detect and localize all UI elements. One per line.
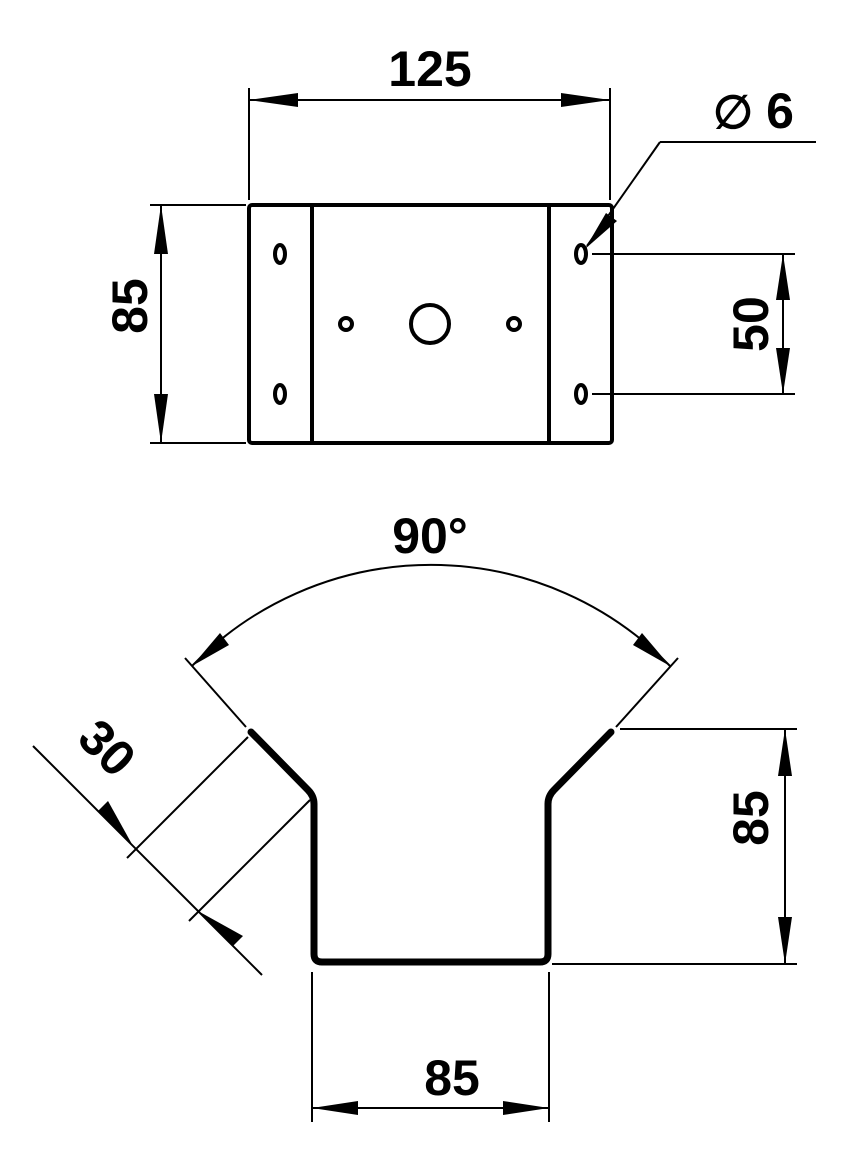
section-height-label: 85 <box>723 790 779 846</box>
arrow-head <box>778 729 792 776</box>
top-width-label: 125 <box>388 41 471 97</box>
top-height-label: 85 <box>102 278 158 334</box>
hole-spacing-label: 50 <box>723 296 779 352</box>
diameter-symbol: ∅ <box>713 86 753 138</box>
extension-line <box>126 736 249 859</box>
top-view: 125 85 50 ∅ 6 <box>102 41 816 445</box>
section-view: 90° 30 85 85 <box>32 508 797 1122</box>
dimension-line <box>32 745 263 976</box>
arrow-head <box>249 93 298 107</box>
flange-label: 30 <box>68 709 147 788</box>
angle-label: 90° <box>392 508 468 564</box>
small-hole-right <box>506 316 522 332</box>
mounting-hole-top-right <box>574 243 588 265</box>
center-hole <box>409 303 451 345</box>
section-width-label: 85 <box>424 1050 480 1106</box>
arrow-head <box>154 394 168 443</box>
arrow-head <box>776 254 790 300</box>
arrow-head <box>154 205 168 254</box>
mounting-hole-top-left <box>273 243 287 265</box>
arrow-head <box>778 917 792 964</box>
arrow-head <box>585 213 617 249</box>
arrow-head <box>312 1101 358 1115</box>
mounting-hole-bottom-right <box>574 383 588 405</box>
angle-arc <box>191 563 671 667</box>
arrow-head <box>776 348 790 394</box>
extension-line <box>184 657 247 728</box>
arrow-head <box>561 93 610 107</box>
arrow-head <box>192 633 229 666</box>
plate-outline <box>247 203 614 445</box>
arrow-head <box>98 801 133 846</box>
bracket-profile <box>247 728 615 966</box>
arrow-head <box>503 1101 549 1115</box>
arrow-head <box>198 911 243 946</box>
mounting-hole-bottom-left <box>273 383 287 405</box>
arrow-head <box>633 633 670 666</box>
small-hole-left <box>338 316 354 332</box>
extension-line <box>188 799 311 922</box>
hole-diameter-label: 6 <box>766 83 794 139</box>
extension-line <box>615 657 679 728</box>
